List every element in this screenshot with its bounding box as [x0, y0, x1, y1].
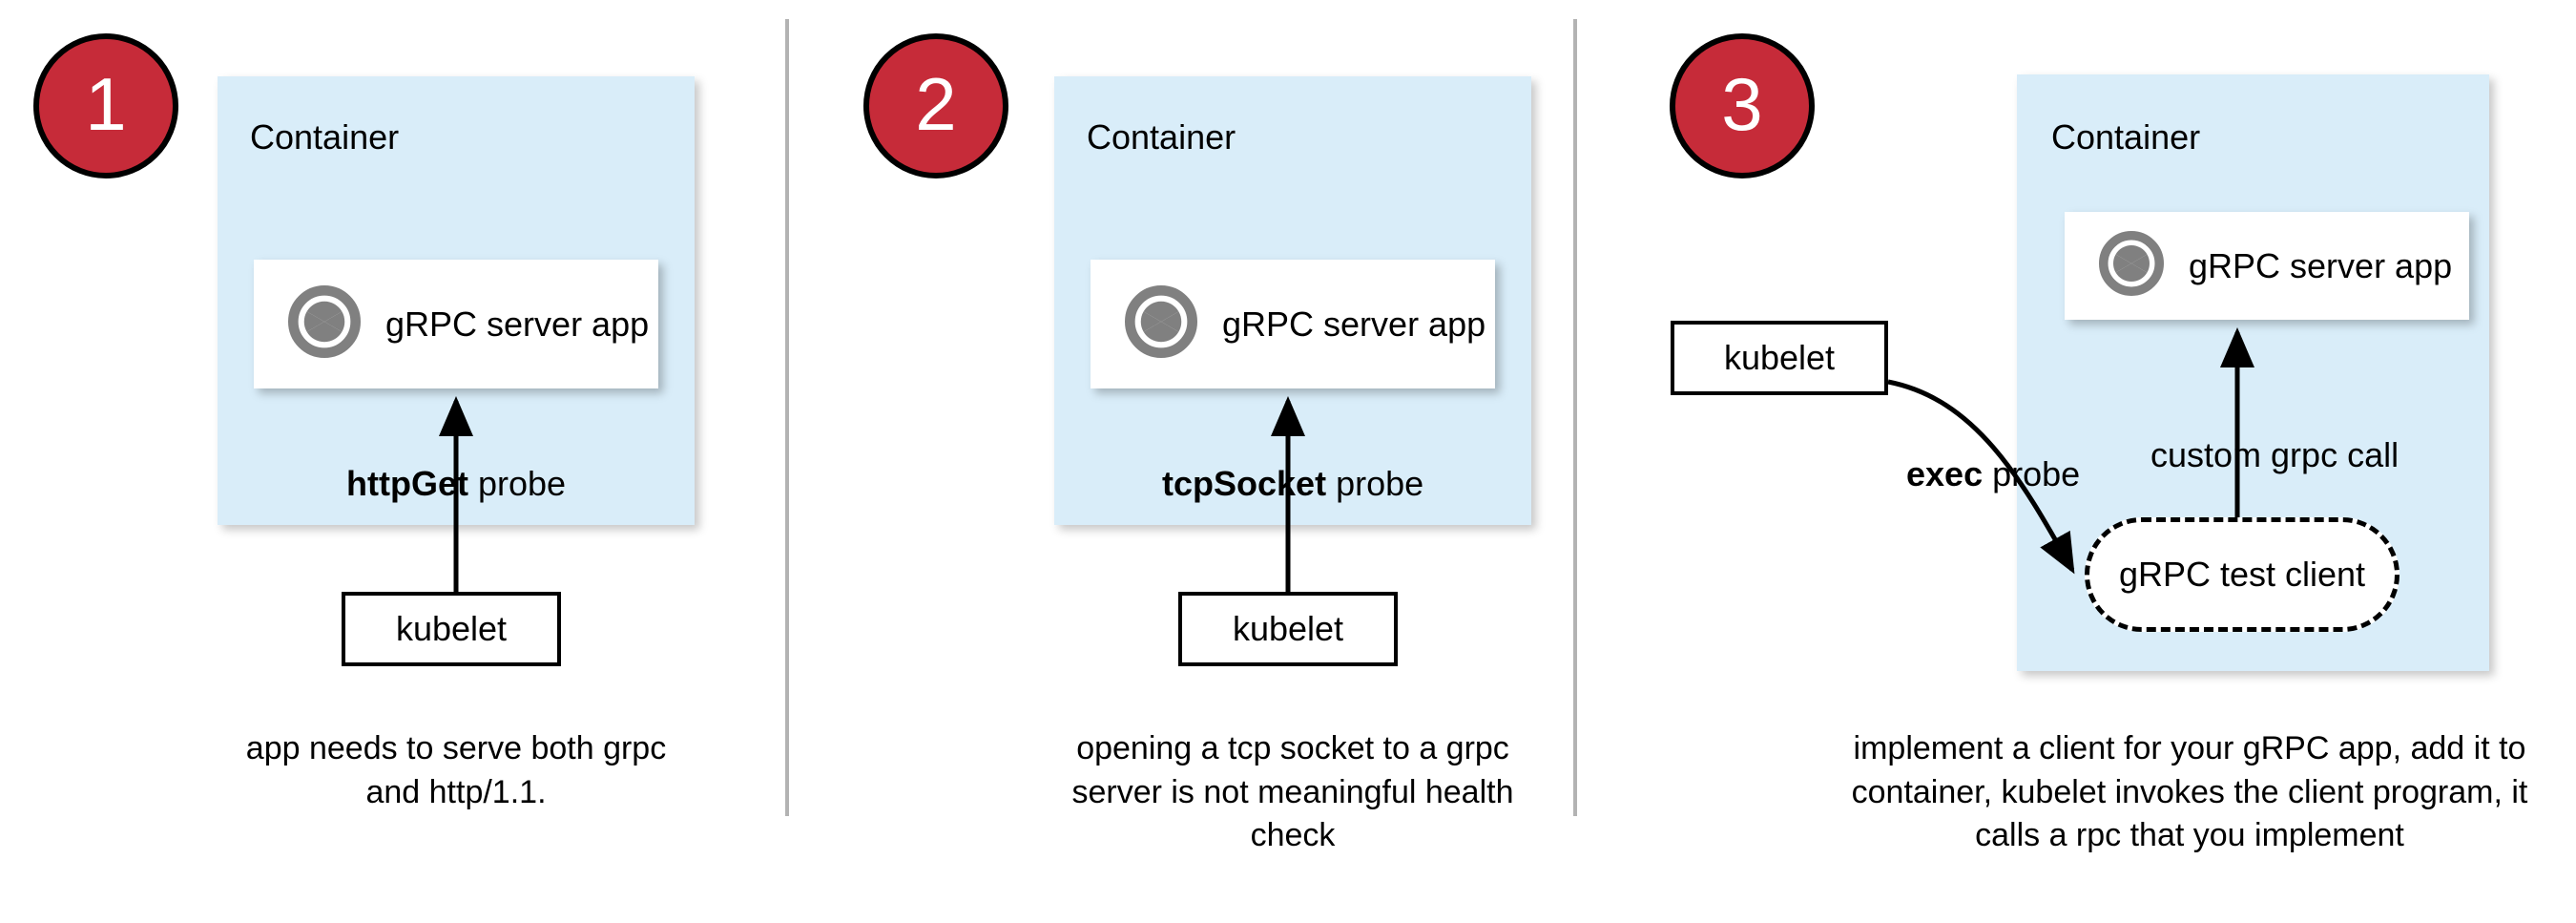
step-badge-1-number: 1: [85, 62, 127, 146]
caption-3: implement a client for your gRPC app, ad…: [1851, 730, 2528, 854]
probe-label-2: tcpSocket probe: [1162, 467, 1423, 501]
custom-call-label: custom grpc call: [2150, 438, 2399, 472]
step-badge-3: 3: [1670, 33, 1815, 178]
app-box-2: gRPC server app: [1091, 260, 1495, 388]
caption-2: opening a tcp socket to a grpc server is…: [1071, 730, 1514, 854]
probe-label-2-rest: probe: [1326, 464, 1424, 503]
step-badge-2-number: 2: [915, 62, 957, 146]
kubelet-box-2: kubelet: [1178, 592, 1398, 666]
step-badge-2: 2: [863, 33, 1008, 178]
app-label-2: gRPC server app: [1222, 304, 1486, 344]
kubelet-label-2: kubelet: [1232, 609, 1344, 648]
grpc-aperture-icon: [1125, 285, 1197, 363]
kubelet-box-1: kubelet: [342, 592, 561, 666]
probe-label-1: httpGet probe: [346, 467, 566, 501]
container-label-2: Container: [1087, 117, 1236, 157]
probe-label-1-bold: httpGet: [346, 464, 468, 503]
probe-label-3: exec probe: [1906, 457, 2080, 492]
grpc-aperture-icon: [2099, 231, 2164, 301]
app-label-3: gRPC server app: [2189, 245, 2453, 285]
container-label-1: Container: [250, 117, 400, 157]
panel-divider-2: [1573, 19, 1577, 816]
probe-label-3-rest: probe: [1983, 454, 2081, 493]
probe-label-3-bold: exec: [1906, 454, 1984, 493]
kubelet-box-3: kubelet: [1671, 321, 1888, 395]
kubelet-label-1: kubelet: [395, 609, 508, 648]
custom-call-text: custom grpc call: [2150, 435, 2399, 474]
panel-divider-1: [785, 19, 789, 816]
grpc-aperture-icon: [288, 285, 361, 363]
grpc-test-client-box: gRPC test client: [2085, 517, 2399, 632]
app-box-1: gRPC server app: [254, 260, 658, 388]
app-label-1: gRPC server app: [385, 304, 650, 344]
kubelet-label-3: kubelet: [1723, 338, 1836, 377]
caption-1: app needs to serve both grpc and http/1.…: [245, 730, 667, 810]
probe-label-2-bold: tcpSocket: [1162, 464, 1327, 503]
step-badge-3-number: 3: [1721, 62, 1763, 146]
step-badge-1: 1: [33, 33, 178, 178]
container-label-3: Container: [2051, 117, 2201, 157]
grpc-test-client-label: gRPC test client: [2118, 555, 2366, 594]
probe-label-1-rest: probe: [467, 464, 567, 503]
app-box-3: gRPC server app: [2065, 212, 2469, 320]
